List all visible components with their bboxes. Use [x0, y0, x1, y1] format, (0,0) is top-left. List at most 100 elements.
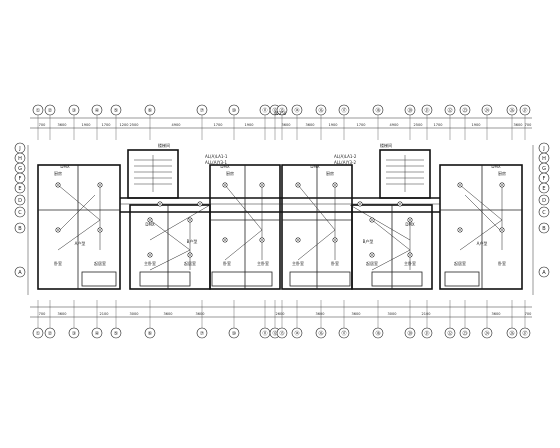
grid-bubble-right-2: G [538, 162, 550, 174]
svg-text:⑥: ⑥ [148, 108, 153, 114]
grid-bubble-left-0: J [14, 142, 26, 154]
grid-bubble-left-3: F [14, 172, 26, 184]
svg-text:A: A [18, 270, 22, 276]
grid-bubble-top-0: ① [32, 104, 44, 116]
svg-text:⑬: ⑬ [279, 330, 284, 337]
dim-top-4: 1200 [120, 123, 129, 127]
grid-bubble-top-2: ③ [68, 104, 80, 116]
stair-label-e: 楼梯间 [380, 142, 392, 148]
stair-label-w: 楼梯间 [158, 142, 170, 148]
svg-text:②: ② [48, 108, 53, 114]
grid-bubble-bottom-8: ⑪ [259, 327, 271, 339]
svg-text:①: ① [36, 108, 41, 114]
room-bedroom-e2: 卧室 [331, 260, 339, 266]
svg-text:G: G [18, 166, 22, 172]
dim-top-10: 3600 [306, 123, 315, 127]
svg-text:㉒: ㉒ [447, 107, 452, 114]
wiring [57, 184, 503, 271]
total-dimension: 46350 [274, 111, 287, 116]
dim-top-3: 1700 [102, 123, 111, 127]
grid-bubble-left-4: E [14, 182, 26, 194]
panel-labels: AL(A)LA1-1 ALL(A)Y3-1 AL(A)LA1-2 ALL(A)Y… [158, 142, 392, 165]
room-master-e2: 主卧室 [292, 260, 304, 266]
svg-text:⑪: ⑪ [262, 330, 267, 337]
svg-text:⑯: ⑯ [318, 330, 323, 337]
svg-text:⑪: ⑪ [262, 107, 267, 114]
grid-bubble-top-21: ㉗ [519, 104, 531, 116]
svg-text:㉒: ㉒ [447, 330, 452, 337]
svg-text:㉔: ㉔ [484, 330, 489, 337]
grid-bubble-bottom-12: ⑯ [315, 327, 327, 339]
room-master-w: 主卧室 [144, 260, 156, 266]
grid-bubble-right-7: B [538, 222, 550, 234]
grid-bubble-left-6: C [14, 206, 26, 218]
dim-top-8: 1900 [245, 123, 254, 127]
svg-text:D: D [18, 198, 22, 204]
meter-box-w2: DMX [145, 222, 155, 227]
svg-text:⑫: ⑫ [272, 107, 277, 114]
light-fixtures [55, 182, 505, 258]
svg-text:⑱: ⑱ [375, 330, 380, 337]
svg-text:㉔: ㉔ [484, 107, 489, 114]
svg-text:⑳: ⑳ [407, 107, 412, 114]
dim-top-5: 2500 [130, 123, 139, 127]
dim-top-12: 1700 [357, 123, 366, 127]
room-type-b-w: B户型 [187, 238, 198, 244]
grid-bubble-bottom-0: ① [32, 327, 44, 339]
grid-bubble-bottom-16: ㉑ [421, 327, 433, 339]
dim-top-7: 1700 [214, 123, 223, 127]
grid-bubble-top-5: ⑥ [144, 104, 156, 116]
svg-text:C: C [542, 210, 546, 216]
grid-bubble-bottom-20: ㉖ [506, 327, 518, 339]
dim-bottom-1: 3600 [58, 312, 67, 316]
svg-text:⑰: ⑰ [341, 330, 346, 337]
svg-text:B: B [18, 226, 22, 232]
dim-top-11: 1900 [329, 123, 338, 127]
grid-bubble-bottom-14: ⑱ [372, 327, 384, 339]
grid-bubble-right-8: A [538, 266, 550, 278]
svg-text:⑯: ⑯ [318, 107, 323, 114]
svg-text:⑦: ⑦ [200, 331, 205, 337]
grid-bubble-right-6: C [538, 206, 550, 218]
svg-text:⑩: ⑩ [232, 108, 237, 114]
grid-bubble-top-19: ㉔ [481, 104, 493, 116]
grid-bubble-right-4: E [538, 182, 550, 194]
grid-bubble-top-4: ⑤ [110, 104, 122, 116]
grid-bubble-left-1: H [14, 152, 26, 164]
panel-label-4: ALL(A)Y3-2 [334, 160, 356, 165]
meter-box-w: DMX [60, 164, 70, 169]
svg-text:④: ④ [95, 108, 100, 114]
grid-bubble-top-6: ⑦ [196, 104, 208, 116]
room-type-a-w: A户型 [75, 240, 86, 246]
grid-bubble-bottom-7: ⑩ [228, 327, 240, 339]
svg-text:⑤: ⑤ [114, 331, 118, 337]
svg-text:J: J [18, 146, 20, 152]
svg-text:㉑: ㉑ [424, 330, 429, 337]
room-kitchen-w: 厨房 [54, 170, 62, 176]
svg-text:⑦: ⑦ [200, 108, 205, 114]
dim-top-15: 1700 [434, 123, 443, 127]
svg-text:㉓: ㉓ [462, 330, 467, 337]
svg-text:E: E [18, 186, 21, 192]
grid-bubble-top-18: ㉓ [459, 104, 471, 116]
svg-text:⑬: ⑬ [279, 107, 284, 114]
dim-top-0: 700 [39, 123, 46, 127]
dim-bottom-9: 3000 [388, 312, 397, 316]
room-type-b-e: B户型 [363, 238, 374, 244]
grid-bubble-top-3: ④ [91, 104, 103, 116]
svg-text:③: ③ [72, 331, 76, 337]
dim-bottom-6: 2600 [276, 312, 285, 316]
grid-bubble-bottom-4: ⑤ [110, 327, 122, 339]
dim-top-2: 1900 [82, 123, 91, 127]
dim-top-9: 3600 [282, 123, 291, 127]
room-bedroom-e1: 卧室 [498, 260, 506, 266]
svg-text:④: ④ [95, 331, 100, 337]
grid-bubble-top-17: ㉒ [444, 104, 456, 116]
dim-top-18: 700 [525, 123, 532, 127]
grid-bubble-top-16: ㉑ [421, 104, 433, 116]
